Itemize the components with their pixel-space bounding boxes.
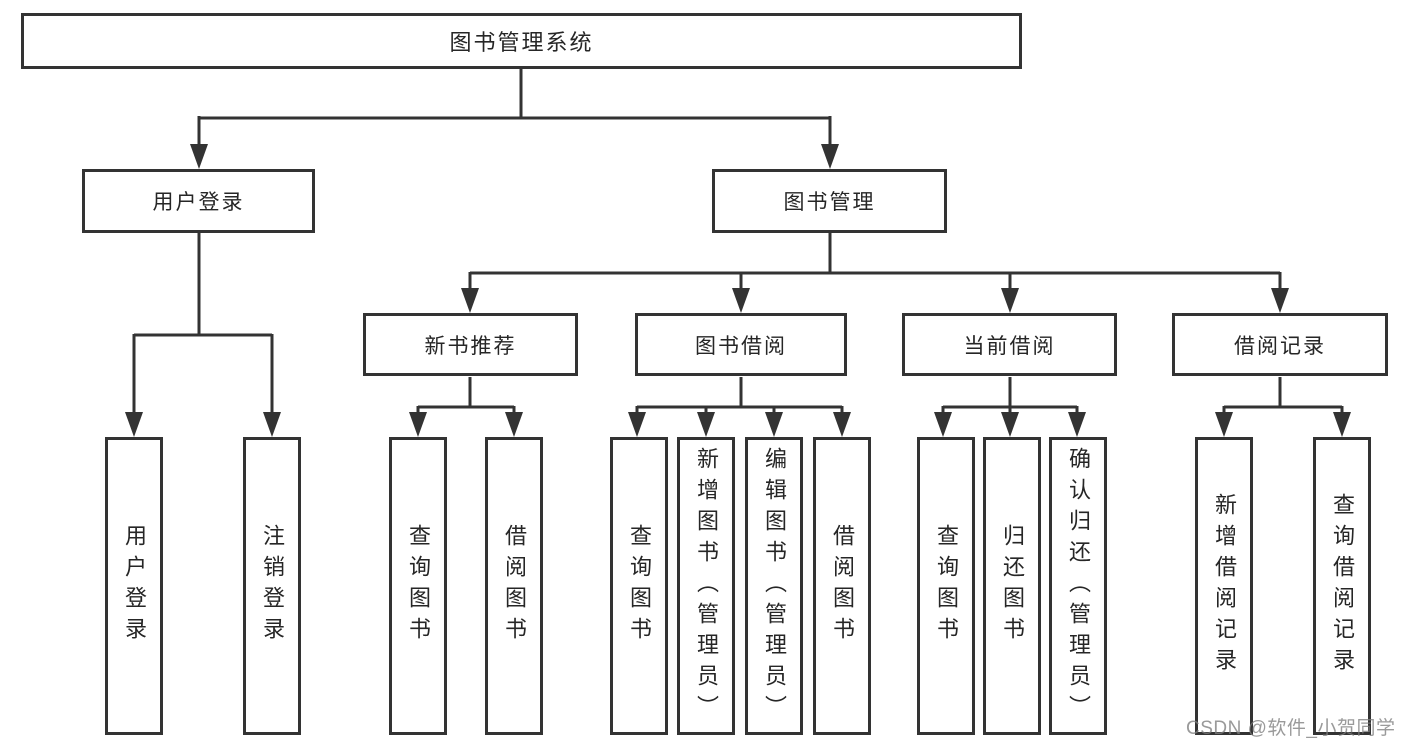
leaf-confirm-return-admin: 确认归还（管理员）	[1049, 437, 1107, 735]
arrowhead	[1001, 288, 1019, 313]
leaf-logout: 注销登录	[243, 437, 301, 735]
arrowhead	[697, 412, 715, 437]
leaf-borrow-books-borrowing: 借阅图书	[813, 437, 871, 735]
leaf-query-books-current: 查询图书	[917, 437, 975, 735]
arrowhead	[125, 412, 143, 437]
arrowhead	[263, 412, 281, 437]
leaf-borrow-books-recommend: 借阅图书	[485, 437, 543, 735]
node-root: 图书管理系统	[21, 13, 1022, 69]
arrowhead	[732, 288, 750, 313]
node-user-login: 用户登录	[82, 169, 315, 233]
leaf-edit-book-admin: 编辑图书（管理员）	[745, 437, 803, 735]
leaf-query-borrow-record: 查询借阅记录	[1313, 437, 1371, 735]
arrowhead	[461, 288, 479, 313]
arrowhead	[1215, 412, 1233, 437]
arrowhead	[409, 412, 427, 437]
arrowhead	[628, 412, 646, 437]
leaf-add-book-admin: 新增图书（管理员）	[677, 437, 735, 735]
arrowhead	[505, 412, 523, 437]
arrowhead	[190, 144, 208, 169]
node-current-borrowing: 当前借阅	[902, 313, 1117, 376]
leaf-return-book: 归还图书	[983, 437, 1041, 735]
arrowhead	[1333, 412, 1351, 437]
arrowhead	[1271, 288, 1289, 313]
arrowhead	[934, 412, 952, 437]
node-new-book-recommend: 新书推荐	[363, 313, 578, 376]
leaf-add-borrow-record: 新增借阅记录	[1195, 437, 1253, 735]
leaf-query-books-recommend: 查询图书	[389, 437, 447, 735]
arrowhead	[765, 412, 783, 437]
node-borrowing-records: 借阅记录	[1172, 313, 1388, 376]
arrowheads	[125, 144, 1351, 437]
arrowhead	[821, 144, 839, 169]
arrowhead	[1001, 412, 1019, 437]
node-book-management: 图书管理	[712, 169, 947, 233]
arrowhead	[833, 412, 851, 437]
leaf-query-books-borrowing: 查询图书	[610, 437, 668, 735]
node-book-borrowing: 图书借阅	[635, 313, 847, 376]
leaf-user-login: 用户登录	[105, 437, 163, 735]
arrowhead	[1068, 412, 1086, 437]
watermark: CSDN @软件_小贺同学	[1186, 718, 1396, 739]
